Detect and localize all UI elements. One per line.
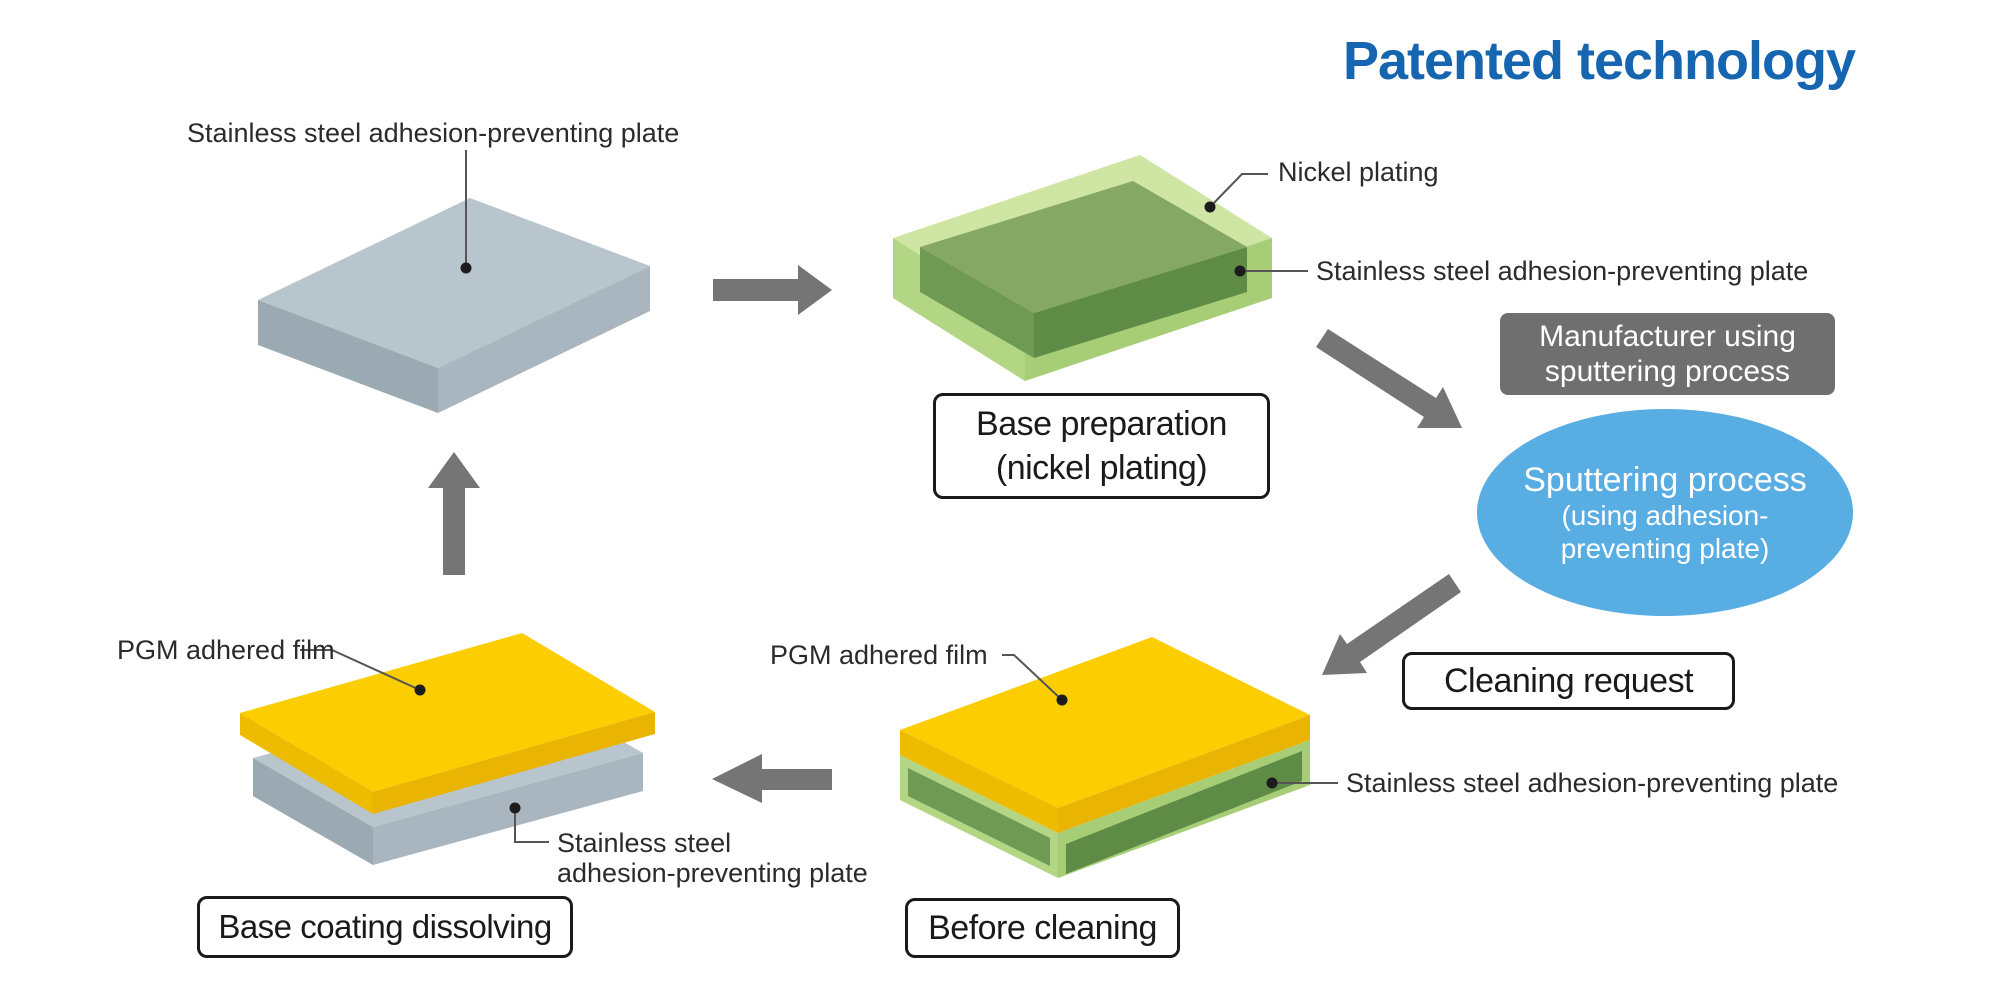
arrow-right-icon — [713, 265, 832, 315]
manufacturer-badge-line1: Manufacturer using — [1539, 320, 1796, 353]
label-pgm-film-before-cleaning: PGM adhered film — [770, 640, 988, 670]
arrow-left-icon — [712, 754, 832, 803]
label-nickel-plating: Nickel plating — [1278, 157, 1439, 187]
stainless-plate-shape — [258, 150, 650, 413]
label-pgm-film-dissolving: PGM adhered film — [117, 635, 335, 665]
caption-base-preparation-line2: (nickel plating) — [995, 449, 1208, 487]
label-stainless-plate-top-left: Stainless steel adhesion-preventing plat… — [187, 118, 680, 148]
caption-base-coating-dissolving-text: Base coating dissolving — [218, 908, 552, 945]
arrow-down-left-icon — [1322, 574, 1461, 675]
label-stainless-plate-dissolving: Stainless steel adhesion-preventing plat… — [557, 828, 868, 888]
sputtering-ellipse-line2: (using adhesion- — [1561, 499, 1769, 531]
caption-base-coating-dissolving: Base coating dissolving — [197, 896, 573, 958]
caption-cleaning-request-text: Cleaning request — [1443, 662, 1694, 700]
arrow-up-icon — [428, 452, 480, 575]
manufacturer-badge-line2: sputtering process — [1544, 355, 1791, 388]
sputtering-ellipse-line1: Sputtering process — [1523, 460, 1807, 499]
before-cleaning-shape — [900, 637, 1338, 878]
page-title: Patented technology — [1342, 31, 1856, 91]
caption-before-cleaning: Before cleaning — [905, 898, 1180, 958]
caption-cleaning-request: Cleaning request — [1402, 652, 1735, 710]
nickel-plated-plate-shape — [893, 155, 1308, 381]
sputtering-ellipse-line3: preventing plate) — [1560, 532, 1770, 564]
label-stainless-plate-dissolving-line2: adhesion-preventing plate — [557, 858, 868, 888]
sputtering-process-ellipse: Sputtering process (using adhesion- prev… — [1477, 409, 1853, 616]
caption-before-cleaning-text: Before cleaning — [928, 909, 1157, 947]
label-stainless-plate-before-cleaning: Stainless steel adhesion-preventing plat… — [1346, 768, 1839, 798]
caption-base-preparation-line1: Base preparation — [976, 405, 1227, 443]
label-stainless-plate-dissolving-line1: Stainless steel — [557, 828, 732, 858]
base-coating-dissolving-shape — [240, 633, 655, 865]
caption-base-preparation: Base preparation (nickel plating) — [933, 393, 1270, 499]
arrow-down-right-icon — [1316, 329, 1462, 428]
manufacturer-badge: Manufacturer using sputtering process — [1500, 313, 1835, 395]
label-stainless-plate-top-right: Stainless steel adhesion-preventing plat… — [1316, 256, 1809, 286]
